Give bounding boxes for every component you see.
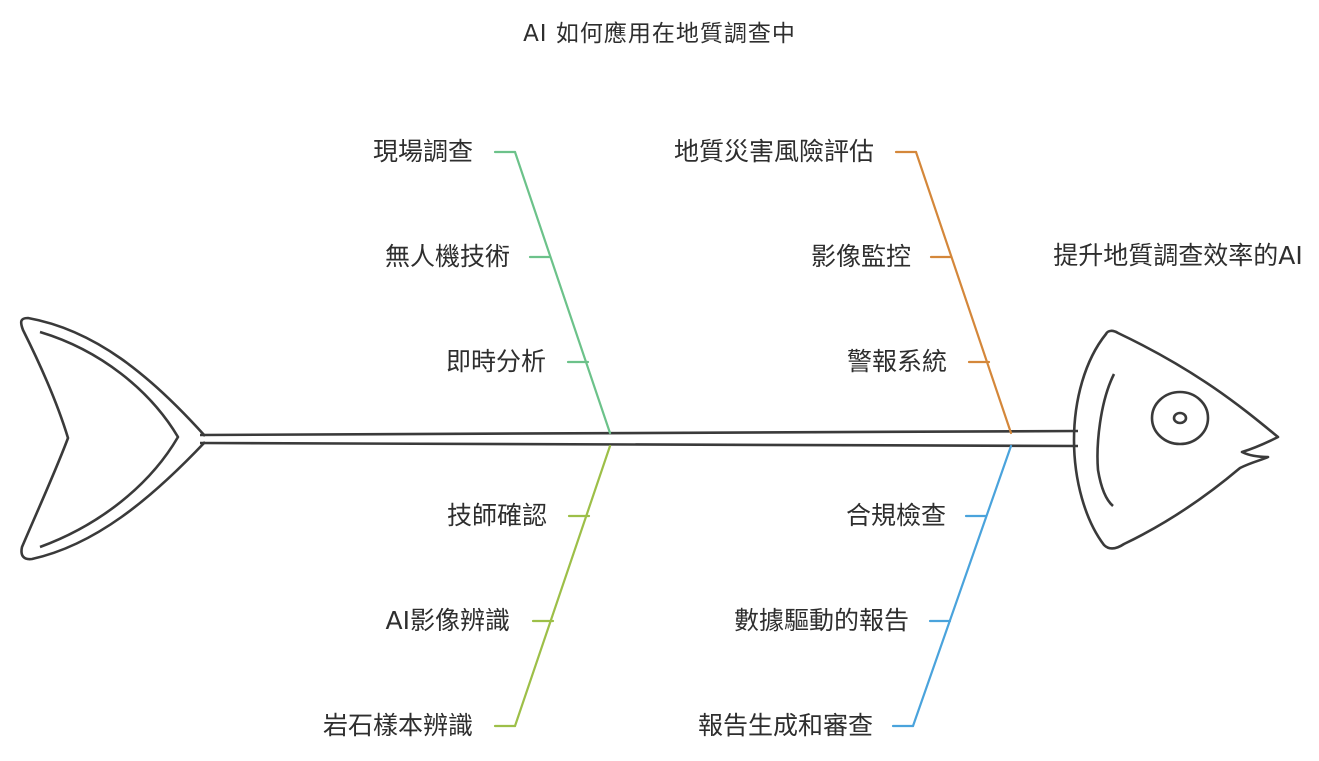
- cause-label: 即時分析: [445, 347, 546, 376]
- cause-label: 影像監控: [810, 242, 911, 271]
- cause-label: 現場調查: [372, 137, 473, 166]
- fish-eye: [1150, 390, 1210, 446]
- bone-line: [914, 150, 1013, 435]
- cause-label: 技師確認: [446, 501, 547, 530]
- branch-top-right: [894, 150, 1013, 435]
- fish-tail: [19, 316, 206, 561]
- fish-spine: [199, 429, 1079, 448]
- bone-line: [513, 150, 612, 435]
- cause-label: 合規檢查: [845, 501, 946, 530]
- diagram-title: AI 如何應用在地質調查中: [523, 21, 796, 47]
- cause-label: 岩石樣本辨識: [322, 711, 473, 740]
- cause-label: 無人機技術: [384, 242, 510, 271]
- branch-bottom-right: [891, 444, 1013, 728]
- cause-label: 報告生成和審查: [697, 711, 873, 740]
- bone-line: [513, 444, 612, 728]
- fish-head: [1072, 329, 1280, 550]
- branch-top-left: [493, 150, 612, 435]
- fish-pupil: [1172, 411, 1188, 425]
- cause-label: 數據驅動的報告: [733, 606, 909, 635]
- cause-label: 警報系統: [846, 347, 947, 376]
- outcome-label: 提升地質調查效率的AI: [1053, 241, 1303, 270]
- branch-bottom-left: [493, 444, 612, 728]
- cause-label: 地質災害風險評估: [673, 137, 874, 166]
- bone-line: [911, 444, 1013, 728]
- cause-label: AI影像辨識: [385, 606, 510, 635]
